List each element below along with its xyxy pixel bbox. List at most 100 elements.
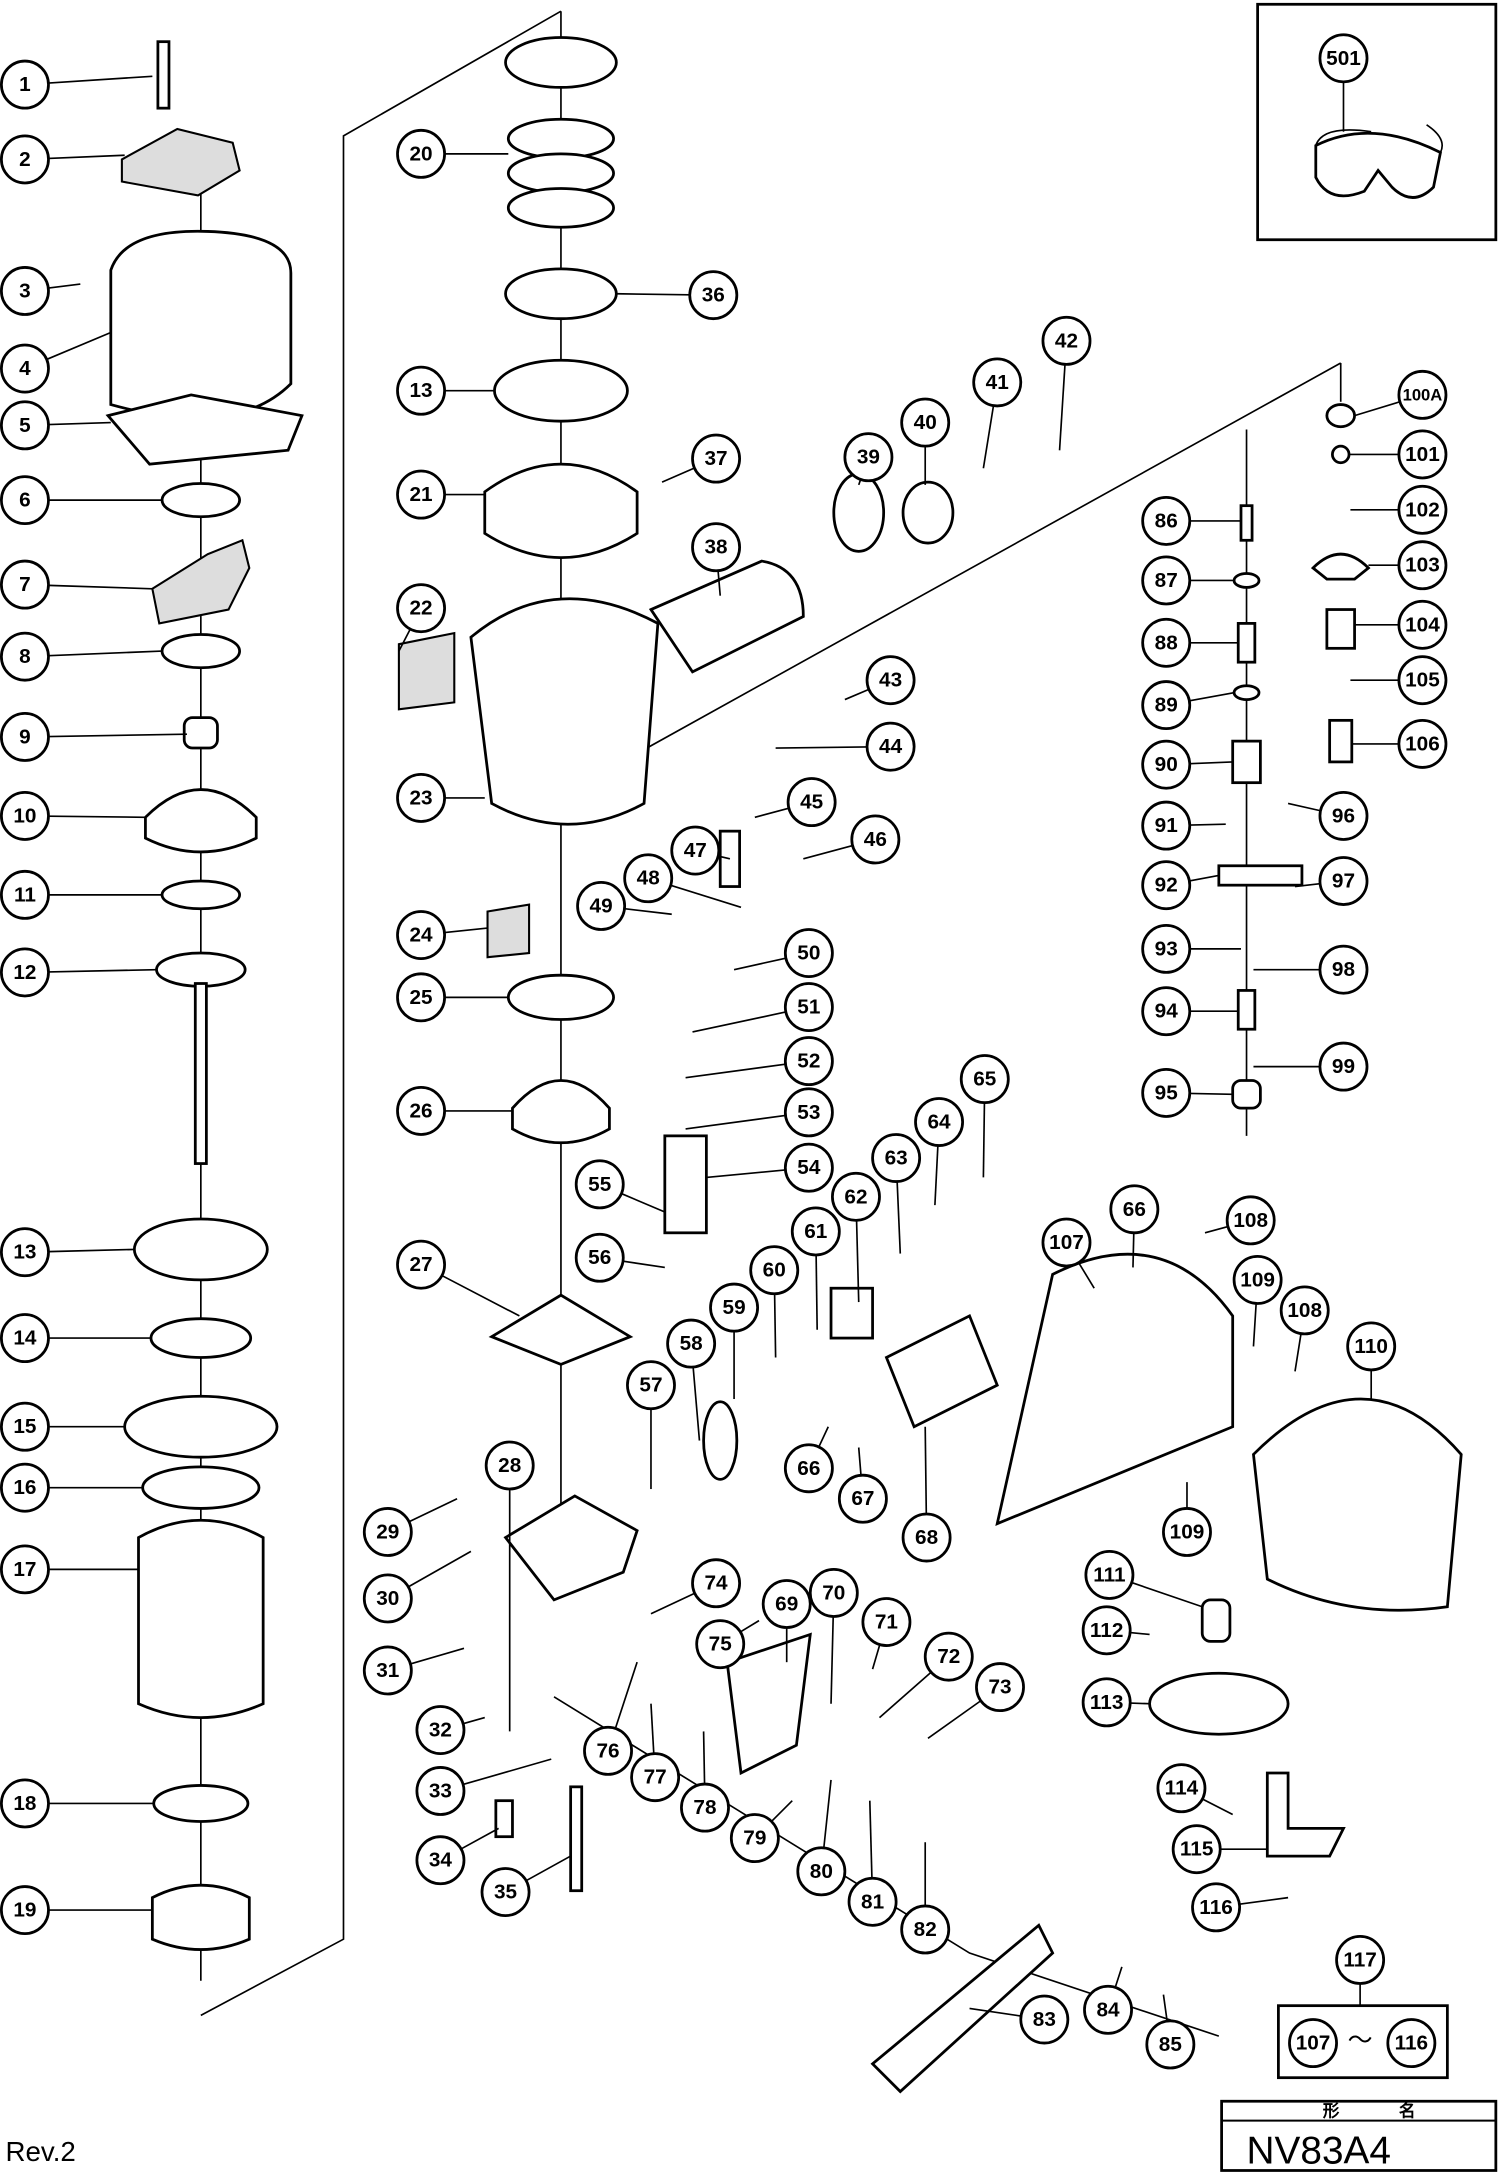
leader-line xyxy=(1162,1994,1168,2022)
callout-circle xyxy=(1084,1549,1135,1600)
leader-line xyxy=(706,1169,786,1179)
part-number: 50 xyxy=(797,942,820,965)
part-number: 30 xyxy=(376,1587,399,1610)
part-callout: 71 xyxy=(861,1597,912,1647)
callout-circle xyxy=(796,1846,847,1897)
part-callout: 59 xyxy=(709,1282,760,1333)
leader-line xyxy=(1189,874,1219,882)
part-callout: 53 xyxy=(783,1087,834,1138)
leader-line xyxy=(48,421,111,426)
part-callout: 99 xyxy=(1318,1041,1369,1092)
callout-circle xyxy=(1141,617,1192,668)
leader-line xyxy=(1130,1702,1150,1705)
callout-circle xyxy=(691,1558,741,1609)
callout-circle xyxy=(1335,1935,1386,1985)
part-number: 96 xyxy=(1332,804,1355,827)
callout-circle xyxy=(959,1054,1010,1105)
part-number: 3 xyxy=(19,279,31,302)
callout-circle xyxy=(1279,1285,1330,1336)
part-number: 29 xyxy=(376,1520,399,1543)
part-callout: 101 xyxy=(1397,429,1448,480)
part-number: 117 xyxy=(1343,1948,1377,1971)
part-callout: 97 xyxy=(1318,856,1369,906)
leader-line xyxy=(717,570,722,596)
part-callout: 38 xyxy=(691,522,741,573)
part-callout: 108 xyxy=(1279,1285,1330,1336)
callout-circle xyxy=(790,1206,841,1257)
part-number: 21 xyxy=(409,483,432,506)
part-callout: 88 xyxy=(1141,617,1192,668)
safety-glasses-box xyxy=(1256,2,1498,242)
part-number: 13 xyxy=(409,379,432,402)
part-number: 9 xyxy=(19,725,31,748)
part-number: 13 xyxy=(13,1241,36,1264)
part-number: 85 xyxy=(1159,2033,1182,2056)
leader-line xyxy=(616,292,690,296)
part-number: 98 xyxy=(1332,958,1355,981)
leader-line xyxy=(407,1550,472,1588)
leader-line xyxy=(1130,1631,1150,1636)
callout-circle xyxy=(1288,2018,1338,2068)
part-callout: 107 xyxy=(1041,1217,1092,1268)
part-callout: 12 xyxy=(0,947,50,998)
leader-line xyxy=(685,1063,786,1079)
part-number: 82 xyxy=(914,1918,937,1941)
part-callout: 6 xyxy=(0,475,50,526)
part-callout: 16 xyxy=(0,1462,50,1513)
callout-circle xyxy=(396,128,446,179)
leader-line xyxy=(871,1644,881,1670)
part-callout: 45 xyxy=(786,777,837,827)
part-number: 8 xyxy=(19,645,31,668)
assembly-set-box xyxy=(1277,2004,1449,2080)
part-callout: 65 xyxy=(959,1054,1010,1105)
left-column-parts xyxy=(105,40,304,1951)
part-number: 108 xyxy=(1233,1209,1268,1232)
leader-line xyxy=(48,283,81,289)
callout-circle xyxy=(786,777,837,827)
part-callout: 74 xyxy=(691,1558,741,1609)
part-number: 112 xyxy=(1090,1619,1124,1642)
part-callout: 52 xyxy=(783,1036,834,1086)
part-callout: 22 xyxy=(396,583,446,634)
part-callout: 24 xyxy=(396,910,446,960)
part-callout: 28 xyxy=(484,1440,535,1491)
part-number: 16 xyxy=(13,1476,36,1499)
part-callout: 43 xyxy=(865,655,916,706)
part-number: 2 xyxy=(19,148,31,171)
part-callout: 69 xyxy=(761,1579,812,1629)
part-number: 114 xyxy=(1165,1777,1199,1800)
leader-line xyxy=(927,1700,982,1740)
part-callout: 25 xyxy=(396,972,446,1023)
callout-circle xyxy=(0,1544,50,1595)
callout-circle xyxy=(362,1507,413,1557)
leader-line xyxy=(969,2007,1022,2017)
part-number: 34 xyxy=(429,1849,453,1872)
leader-line xyxy=(775,746,868,749)
leader-line xyxy=(48,650,163,657)
part-number: 42 xyxy=(1055,329,1078,352)
leader-line xyxy=(398,628,411,652)
part-number: 104 xyxy=(1405,613,1440,636)
part-callout: 110 xyxy=(1346,1321,1397,1372)
part-callout: 5 xyxy=(0,400,50,451)
part-number: 57 xyxy=(639,1374,662,1397)
trigger-valve-parts xyxy=(663,472,1463,2094)
callout-circle xyxy=(396,583,446,634)
part-callout: 18 xyxy=(0,1778,50,1829)
part-callout: 86 xyxy=(1141,495,1192,546)
part-number: 109 xyxy=(1170,1520,1205,1543)
part-callout: 501 xyxy=(1318,33,1369,84)
leader-line xyxy=(1189,1092,1233,1096)
part-number: 7 xyxy=(19,573,31,596)
part-number: 38 xyxy=(705,536,728,559)
leader-line xyxy=(48,1248,135,1253)
part-number: 86 xyxy=(1155,509,1178,532)
leader-line xyxy=(1239,1896,1289,1906)
leader-line xyxy=(934,1145,939,1206)
leader-line xyxy=(624,907,672,916)
callout-circle xyxy=(1141,555,1192,606)
callout-circle xyxy=(0,134,50,185)
callout-circle xyxy=(1141,1067,1192,1118)
callout-circle xyxy=(396,469,446,520)
part-callout: 112 xyxy=(1081,1605,1132,1656)
